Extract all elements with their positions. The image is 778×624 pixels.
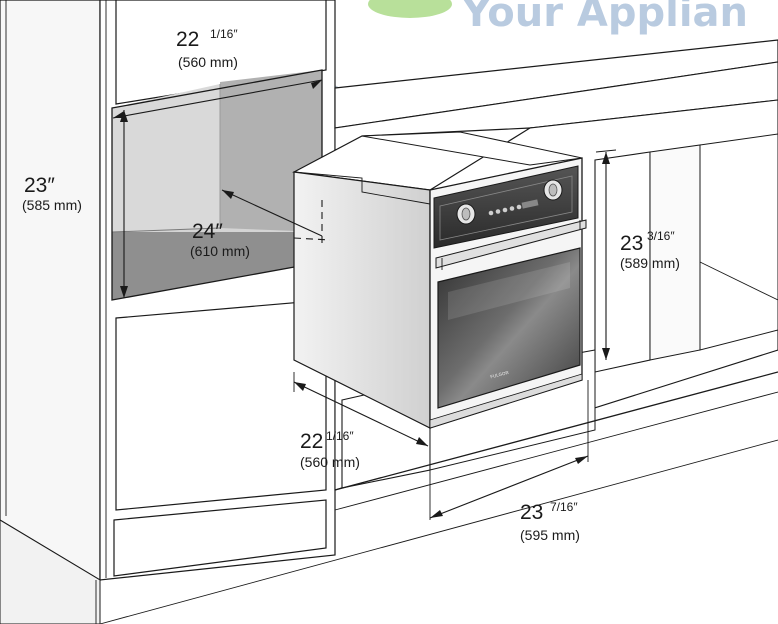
brand-badge: FULGOR [490,370,510,380]
oven-depth-metric: (560 mm) [300,454,360,470]
oven-depth-line [293,381,429,447]
cutout-depth-value: 24″ [192,220,223,243]
dim-cutout-height: 23″ (585 mm) [22,174,82,213]
bottom-drawer [113,499,327,577]
oven-height-metric: (589 mm) [620,255,680,271]
display-buttons [488,199,539,216]
dimension-lines [112,79,617,520]
oven-depth-value: 22 [300,430,323,453]
oven-depth-fraction: 1/16″ [326,429,354,443]
oven-window [437,247,581,409]
oven-height-fraction: 3/16″ [647,229,675,243]
wall-oven: FULGOR [292,127,587,429]
dim-cutout-depth: 24″ (610 mm) [190,220,250,259]
lower-cabinet-door [115,299,327,511]
oven-width-value: 23 [520,501,543,524]
cutout-width-metric: (560 mm) [178,54,238,70]
cutout-height-value: 23″ [24,174,55,197]
oven-width-fraction: 7/16″ [550,500,578,514]
door-handle[interactable] [435,219,587,269]
cutout-width-line [112,79,323,119]
cutout-width-value: 22 [176,28,199,51]
dim-oven-width: 23 7/16″ (595 mm) [520,500,580,543]
watermark-brand-text: Your Applian [461,0,748,36]
oven-niche [111,69,323,301]
dim-oven-depth: 22 1/16″ (560 mm) [300,429,360,470]
cutout-depth-metric: (610 mm) [190,243,250,259]
cutout-width-fraction: 1/16″ [210,27,238,41]
oven-height-value: 23 [620,232,643,255]
oven-width-metric: (595 mm) [520,527,580,543]
right-knob[interactable] [543,179,563,201]
watermark-logo-shape [368,0,452,18]
control-panel [433,165,579,249]
dim-oven-height: 23 3/16″ (589 mm) [620,229,680,271]
cutout-depth-line [221,189,323,237]
oven-width-line [429,455,589,519]
tall-cabinet [0,0,336,624]
left-knob[interactable] [456,203,476,225]
dim-cutout-width: 22 1/16″ (560 mm) [176,27,238,70]
cutout-height-metric: (585 mm) [22,197,82,213]
